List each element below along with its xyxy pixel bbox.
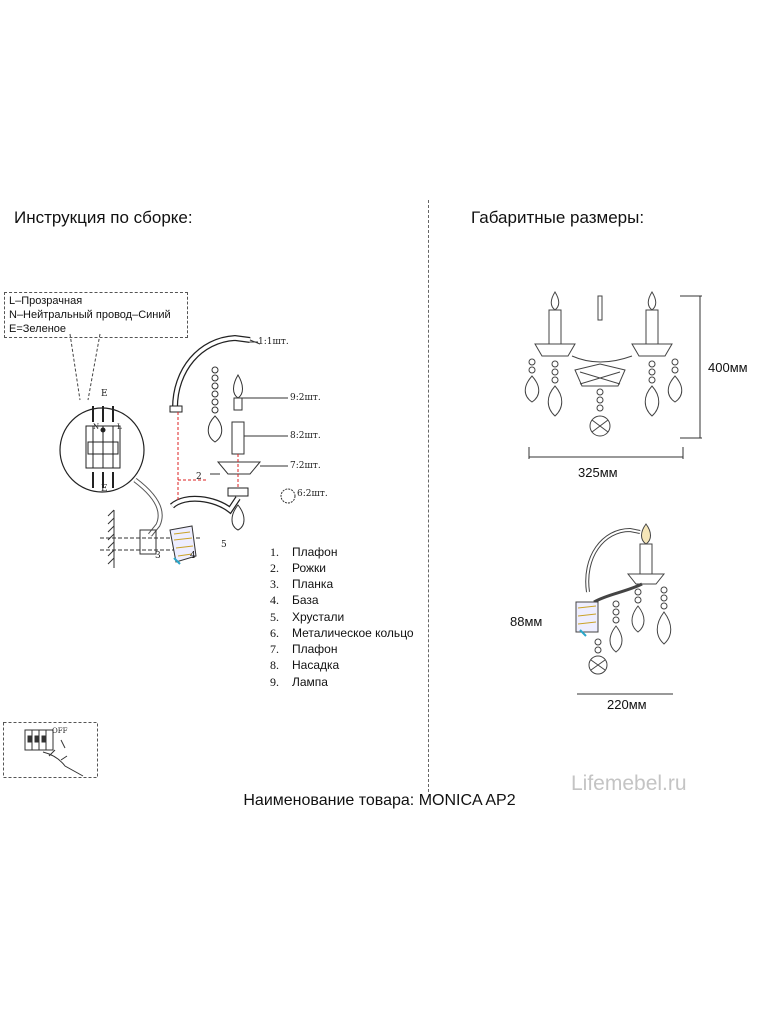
- dimension-width: 325мм: [578, 465, 618, 480]
- callout-1: 1:1шт.: [258, 337, 289, 347]
- list-item: 9.Лампа: [270, 675, 328, 689]
- list-item: 6.Металическое кольцо: [270, 626, 414, 640]
- terminal-label-top: E: [101, 389, 108, 399]
- legend-line-n: N–Нейтральный провод–Синий: [9, 309, 171, 321]
- candle-bulb-icon: [233, 374, 243, 411]
- diagram-number-2: 2: [196, 472, 202, 482]
- switch-off-warning: [3, 722, 98, 778]
- callout-7: 7:2шт.: [290, 461, 321, 471]
- wiring-legend: L–Прозрачная N–Нейтральный провод–Синий …: [4, 292, 188, 338]
- dimension-depth: 220мм: [607, 697, 647, 712]
- list-item: 2.Рожки: [270, 561, 326, 575]
- callout-8: 8:2шт.: [290, 431, 321, 441]
- hand-icon: [42, 749, 84, 777]
- front-view-drawing: [524, 291, 683, 437]
- diagram-number-5: 5: [221, 540, 227, 550]
- dimensions-heading: Габаритные размеры:: [471, 208, 645, 227]
- terminal-block-icon: [59, 406, 145, 493]
- dimension-height: 400мм: [708, 360, 748, 375]
- legend-line-e: E=Зеленое: [9, 323, 67, 335]
- callout-6: 6:2шт.: [297, 489, 328, 499]
- height-dimension-line: [680, 295, 702, 439]
- list-item: 8.Насадка: [270, 658, 340, 672]
- list-item: 5.Хрустали: [270, 610, 345, 624]
- width-dimension-line: [528, 447, 684, 459]
- list-item: 1.Плафон: [270, 545, 338, 559]
- callout-9: 9:2шт.: [290, 393, 321, 403]
- assembly-drawing: [59, 333, 296, 537]
- column-divider: [428, 200, 429, 792]
- switch-off-label: OFF: [52, 727, 68, 735]
- product-name: Наименование товара: MONICA AP2: [243, 792, 516, 809]
- assembly-heading: Инструкция по сборке:: [14, 208, 193, 227]
- terminal-label-bottom: E: [101, 484, 108, 494]
- diagram-number-4: 4: [190, 551, 196, 561]
- legend-line-l: L–Прозрачная: [9, 295, 83, 307]
- terminal-label-n: N: [93, 423, 100, 431]
- list-item: 4.База: [270, 593, 319, 607]
- list-item: 7.Плафон: [270, 642, 338, 656]
- wall-mount-drawing: [100, 509, 200, 568]
- side-view-drawing: [575, 523, 672, 675]
- dimension-depth-height: 88мм: [510, 614, 543, 629]
- diagram-number-3: 3: [155, 551, 161, 561]
- circuit-breaker-icon: [24, 729, 54, 751]
- watermark: Lifemebel.ru: [571, 772, 687, 795]
- terminal-label-l: L: [117, 423, 122, 431]
- list-item: 3.Планка: [270, 577, 334, 591]
- depth-dimension-line: [577, 693, 673, 695]
